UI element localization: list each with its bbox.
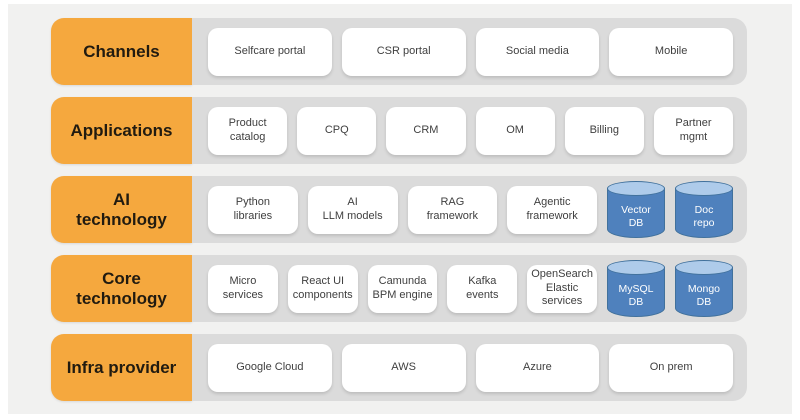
- diagram-canvas: Channels Selfcare portal CSR portal Soci…: [8, 4, 792, 414]
- row-label-infra-provider: Infra provider: [51, 334, 192, 401]
- node-om: OM: [475, 106, 555, 155]
- node-billing: Billing: [564, 106, 644, 155]
- node-aws: AWS: [341, 343, 466, 392]
- row-ai-technology: AI technology Python libraries AI LLM mo…: [51, 176, 747, 243]
- node-product-catalog: Product catalog: [208, 106, 288, 155]
- node-kafka-events: Kafka events: [447, 264, 518, 313]
- node-agentic-framework: Agentic framework: [507, 185, 597, 234]
- database-cylinder-icon: [607, 181, 665, 196]
- row-label-core-technology: Core technology: [51, 255, 192, 322]
- database-cylinder-icon: [675, 181, 733, 196]
- row-label-channels: Channels: [51, 18, 192, 85]
- row-band-infra-provider: Google Cloud AWS Azure On prem: [192, 334, 747, 401]
- mysql-db-cylinder: MySQL DB: [606, 260, 665, 317]
- node-csr-portal: CSR portal: [341, 27, 466, 76]
- mongo-db-cylinder: Mongo DB: [674, 260, 733, 317]
- node-selfcare-portal: Selfcare portal: [208, 27, 332, 76]
- row-core-technology: Core technology Micro services React UI …: [51, 255, 747, 322]
- node-partner-mgmt: Partner mgmt: [653, 106, 734, 155]
- node-micro-services: Micro services: [208, 264, 278, 313]
- row-band-core-technology: Micro services React UI components Camun…: [192, 255, 747, 322]
- doc-repo-label: Doc repo: [675, 188, 733, 238]
- node-on-prem: On prem: [609, 343, 733, 392]
- row-applications: Applications Product catalog CPQ CRM OM …: [51, 97, 747, 164]
- database-cylinder-icon: [674, 260, 733, 275]
- mysql-db-label: MySQL DB: [606, 267, 665, 317]
- row-label-ai-technology: AI technology: [51, 176, 192, 243]
- node-mobile: Mobile: [609, 27, 733, 76]
- node-camunda-bpm-engine: Camunda BPM engine: [367, 264, 438, 313]
- vector-db-label: Vector DB: [607, 188, 665, 238]
- row-label-applications: Applications: [51, 97, 192, 164]
- node-react-ui-components: React UI components: [287, 264, 358, 313]
- node-cpq: CPQ: [297, 106, 377, 155]
- node-crm: CRM: [386, 106, 466, 155]
- row-band-applications: Product catalog CPQ CRM OM Billing Partn…: [192, 97, 747, 164]
- node-google-cloud: Google Cloud: [208, 343, 332, 392]
- node-opensearch-elastic-services: OpenSearch Elastic services: [527, 264, 597, 313]
- database-cylinder-icon: [606, 260, 665, 275]
- row-infra-provider: Infra provider Google Cloud AWS Azure On…: [51, 334, 747, 401]
- node-azure: Azure: [475, 343, 600, 392]
- node-python-libraries: Python libraries: [208, 185, 298, 234]
- vector-db-cylinder: Vector DB: [607, 181, 665, 238]
- node-social-media: Social media: [475, 27, 600, 76]
- doc-repo-cylinder: Doc repo: [675, 181, 733, 238]
- mongo-db-label: Mongo DB: [674, 267, 733, 317]
- row-band-channels: Selfcare portal CSR portal Social media …: [192, 18, 747, 85]
- row-band-ai-technology: Python libraries AI LLM models RAG frame…: [192, 176, 747, 243]
- node-ai-llm-models: AI LLM models: [307, 185, 398, 234]
- row-channels: Channels Selfcare portal CSR portal Soci…: [51, 18, 747, 85]
- node-rag-framework: RAG framework: [407, 185, 498, 234]
